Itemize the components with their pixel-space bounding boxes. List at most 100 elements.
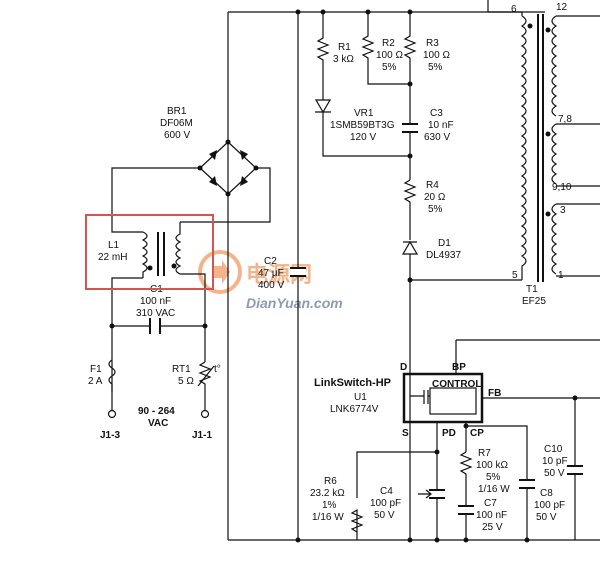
r3-resistor-icon bbox=[403, 12, 417, 124]
watermark-url: DianYuan.com bbox=[246, 295, 343, 311]
f1-name: F1 bbox=[90, 364, 102, 375]
l1-core-icon bbox=[157, 232, 165, 276]
l1-highlight-box bbox=[85, 214, 214, 290]
d1-wire bbox=[403, 241, 417, 374]
rt1-value: 5 Ω bbox=[178, 376, 194, 387]
c3-name: C3 bbox=[430, 108, 443, 119]
c2-gap bbox=[290, 268, 306, 276]
t1-name: T1 bbox=[526, 284, 538, 295]
r2-tolerance: 5% bbox=[382, 62, 397, 73]
t1-primary-winding-icon bbox=[520, 15, 527, 280]
t1-pin5: 5 bbox=[512, 270, 518, 281]
c2-voltage: 400 V bbox=[258, 280, 284, 291]
c8-wire bbox=[466, 425, 528, 540]
vac-range: 90 - 264 bbox=[138, 406, 175, 417]
r7-value: 100 kΩ bbox=[476, 460, 508, 471]
c7-name: C7 bbox=[484, 498, 497, 509]
vr1-zener-icon bbox=[314, 99, 332, 114]
t1-secondary-winding-icon bbox=[551, 15, 558, 117]
vr1-name: VR1 bbox=[354, 108, 374, 119]
t1-pin6-wire bbox=[488, 11, 523, 16]
t1-polarity-dot bbox=[527, 23, 533, 29]
c1-value: 100 nF bbox=[140, 296, 171, 307]
d1-diode-icon bbox=[401, 240, 419, 255]
vr1-wire bbox=[315, 111, 410, 157]
pin-cp: CP bbox=[470, 428, 484, 439]
junction-dot bbox=[295, 537, 301, 543]
r3-tolerance: 5% bbox=[428, 62, 443, 73]
t1-secondary-wires bbox=[556, 15, 600, 277]
vr1-voltage: 120 V bbox=[350, 132, 376, 143]
r4-resistor-icon bbox=[403, 179, 417, 240]
r2-resistor-icon bbox=[361, 12, 410, 85]
r6-value: 23.2 kΩ bbox=[310, 488, 345, 499]
transformer-t1: 6 12 7,8 9,10 3 5 1 T1 EF25 bbox=[407, 2, 600, 307]
r1-name: R1 bbox=[338, 42, 351, 53]
rt1-temp: t° bbox=[214, 364, 221, 375]
t1-pin78: 7,8 bbox=[558, 114, 572, 125]
r6-power: 1/16 W bbox=[312, 512, 344, 523]
c7-capacitor-icon bbox=[458, 505, 474, 515]
diode-icon bbox=[240, 150, 248, 160]
input-protection: F1 2 A RT1 5 Ω t° 90 - 264 VAC J1-3 J1-1 bbox=[88, 359, 221, 441]
t1-aux-winding-icon bbox=[551, 203, 558, 275]
diode-icon bbox=[240, 176, 248, 186]
t1-core-icon bbox=[537, 14, 544, 282]
capacitor-c2: C2 47 µF 400 V bbox=[258, 256, 306, 291]
c8-capacitor-icon bbox=[519, 479, 535, 489]
diode-icon bbox=[209, 150, 217, 160]
junction-dot bbox=[572, 395, 578, 401]
c8-voltage: 50 V bbox=[536, 512, 557, 523]
r4-name: R4 bbox=[426, 180, 439, 191]
r7-power: 1/16 W bbox=[478, 484, 510, 495]
c7-value: 100 nF bbox=[476, 510, 507, 521]
t1-pin910: 9,10 bbox=[552, 182, 572, 193]
l1-value: 22 mH bbox=[98, 252, 127, 263]
c2-name: C2 bbox=[264, 256, 277, 267]
watermark-logo-icon bbox=[198, 250, 242, 294]
l1-winding-left-icon bbox=[141, 231, 148, 278]
u1-control-block bbox=[429, 387, 477, 415]
c8-gap bbox=[519, 480, 535, 488]
t1-secondary2-winding-icon bbox=[551, 123, 558, 185]
controller-u1: CONTROL D BP FB S PD CP LinkSwitch-HP U1… bbox=[314, 339, 600, 540]
j1-1-label: J1-1 bbox=[192, 430, 212, 441]
bottom-components: R6 23.2 kΩ 1% 1/16 W C4 100 pF 50 V R7 1… bbox=[310, 444, 583, 540]
c4-value: 100 pF bbox=[370, 498, 401, 509]
j1-1-terminal-icon bbox=[200, 409, 210, 419]
clamp-network: R1 3 kΩ VR1 1SMB59BT3G 120 V R2 100 Ω 5%… bbox=[314, 12, 461, 374]
ac-wire-d bbox=[180, 273, 206, 362]
c4-capacitor-icon bbox=[429, 489, 445, 499]
r7-tolerance: 5% bbox=[486, 472, 501, 483]
ac-wire-c bbox=[111, 277, 143, 392]
l1-name: L1 bbox=[108, 240, 120, 251]
r7-name: R7 bbox=[478, 448, 491, 459]
pin-d: D bbox=[400, 362, 407, 373]
vac-label: VAC bbox=[148, 418, 168, 429]
junction-dot bbox=[225, 191, 231, 197]
d1-part: DL4937 bbox=[426, 250, 461, 261]
f1-fuse-icon bbox=[108, 359, 116, 385]
t1-pin3: 3 bbox=[560, 205, 566, 216]
t1-pin12: 12 bbox=[556, 2, 568, 13]
diode-icon bbox=[209, 176, 217, 186]
t1-pin6: 6 bbox=[511, 4, 517, 15]
r2-value: 100 Ω bbox=[376, 50, 403, 61]
r4-value: 20 Ω bbox=[424, 192, 446, 203]
c10-gap bbox=[567, 466, 583, 474]
l1-winding-right-icon bbox=[175, 222, 182, 275]
ac-wire-b bbox=[180, 167, 271, 223]
u1-name: U1 bbox=[354, 392, 367, 403]
c4-gap bbox=[429, 490, 445, 498]
j1-3-terminal-icon bbox=[107, 409, 117, 419]
r6-tolerance: 1% bbox=[322, 500, 337, 511]
br1-name: BR1 bbox=[167, 106, 187, 117]
d1-name: D1 bbox=[438, 238, 451, 249]
vr1-part: 1SMB59BT3G bbox=[330, 120, 395, 131]
r3-name: R3 bbox=[426, 38, 439, 49]
pin-fb: FB bbox=[488, 388, 501, 399]
c3-value: 10 nF bbox=[428, 120, 454, 131]
l1-polarity-dot bbox=[171, 263, 177, 269]
ac-wire-a bbox=[111, 167, 200, 233]
